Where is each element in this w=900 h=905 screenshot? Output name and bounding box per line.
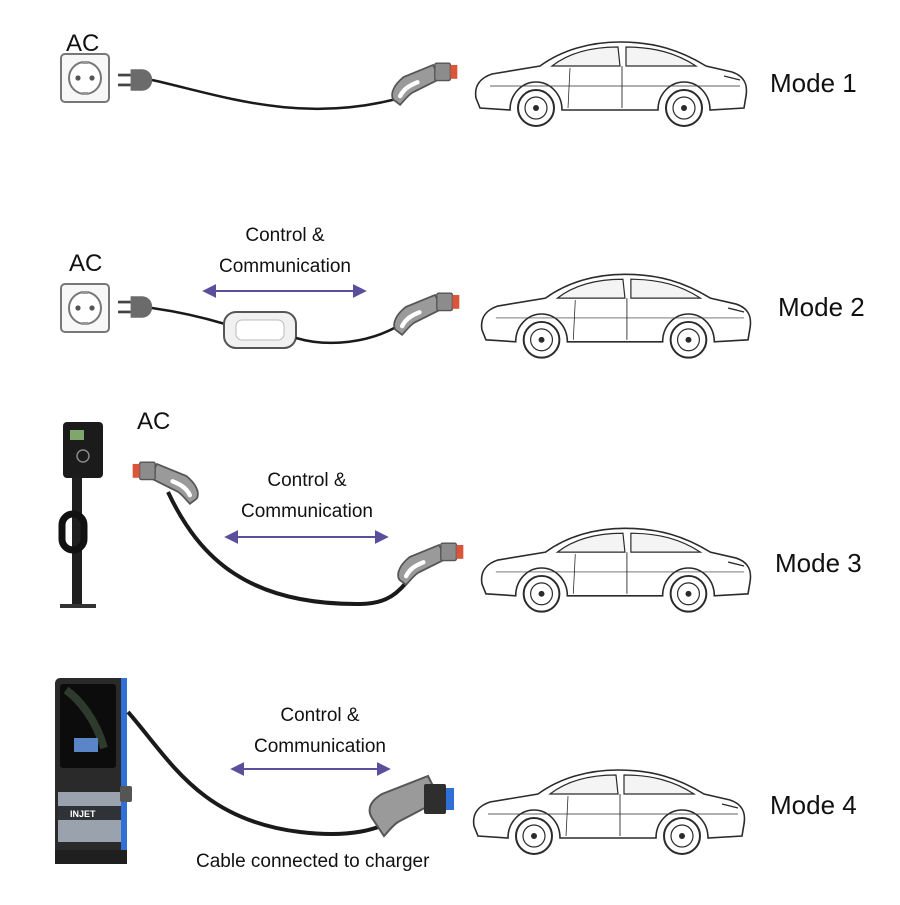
charging-cable bbox=[151, 306, 226, 326]
control-label-line2: Communication bbox=[219, 256, 351, 277]
control-communication-label: Control & Communication bbox=[205, 220, 365, 282]
charging-cable bbox=[295, 324, 399, 345]
vehicle-connector-icon bbox=[392, 63, 457, 105]
control-label-line1: Control & bbox=[280, 705, 360, 726]
mode-label: Mode 2 bbox=[778, 292, 865, 322]
mode-1-row bbox=[60, 40, 748, 128]
wall-socket-icon bbox=[60, 283, 110, 333]
car-icon bbox=[480, 273, 752, 359]
control-label-line1: Control & bbox=[267, 470, 347, 491]
dc-fast-charger-icon: INJET bbox=[55, 678, 132, 864]
car-icon bbox=[472, 768, 746, 856]
car-icon bbox=[480, 527, 752, 613]
cable-caption: Cable connected to charger bbox=[196, 851, 430, 872]
mode-3-row bbox=[58, 422, 752, 613]
control-communication-label: Control & Communication bbox=[227, 465, 387, 527]
plug-icon bbox=[118, 69, 153, 91]
dc-vehicle-connector-icon bbox=[368, 774, 454, 838]
control-label-line1: Control & bbox=[245, 225, 325, 246]
vehicle-connector-icon bbox=[394, 293, 459, 335]
ac-label: AC bbox=[69, 250, 103, 277]
control-label-line2: Communication bbox=[254, 736, 386, 757]
plug-icon bbox=[118, 296, 153, 318]
vehicle-connector-icon bbox=[398, 543, 463, 585]
wallbox-charger-icon bbox=[58, 422, 103, 608]
wall-socket-icon bbox=[60, 53, 110, 103]
ac-label: AC bbox=[137, 408, 171, 435]
car-icon bbox=[474, 40, 748, 128]
control-label-line2: Communication bbox=[241, 501, 373, 522]
mode-4-row: INJET bbox=[55, 678, 746, 864]
charger-brand-text: INJET bbox=[70, 809, 96, 819]
mode-label: Mode 3 bbox=[775, 548, 862, 578]
mode-2-row bbox=[60, 273, 752, 359]
charging-cable bbox=[166, 491, 412, 607]
charging-cable bbox=[126, 710, 402, 836]
charging-cable bbox=[151, 78, 401, 111]
mode-label: Mode 4 bbox=[770, 790, 857, 820]
mode-label: Mode 1 bbox=[770, 68, 857, 98]
ac-label: AC bbox=[66, 30, 100, 57]
control-communication-label: Control & Communication bbox=[240, 700, 400, 762]
charger-connector-icon bbox=[133, 462, 198, 504]
